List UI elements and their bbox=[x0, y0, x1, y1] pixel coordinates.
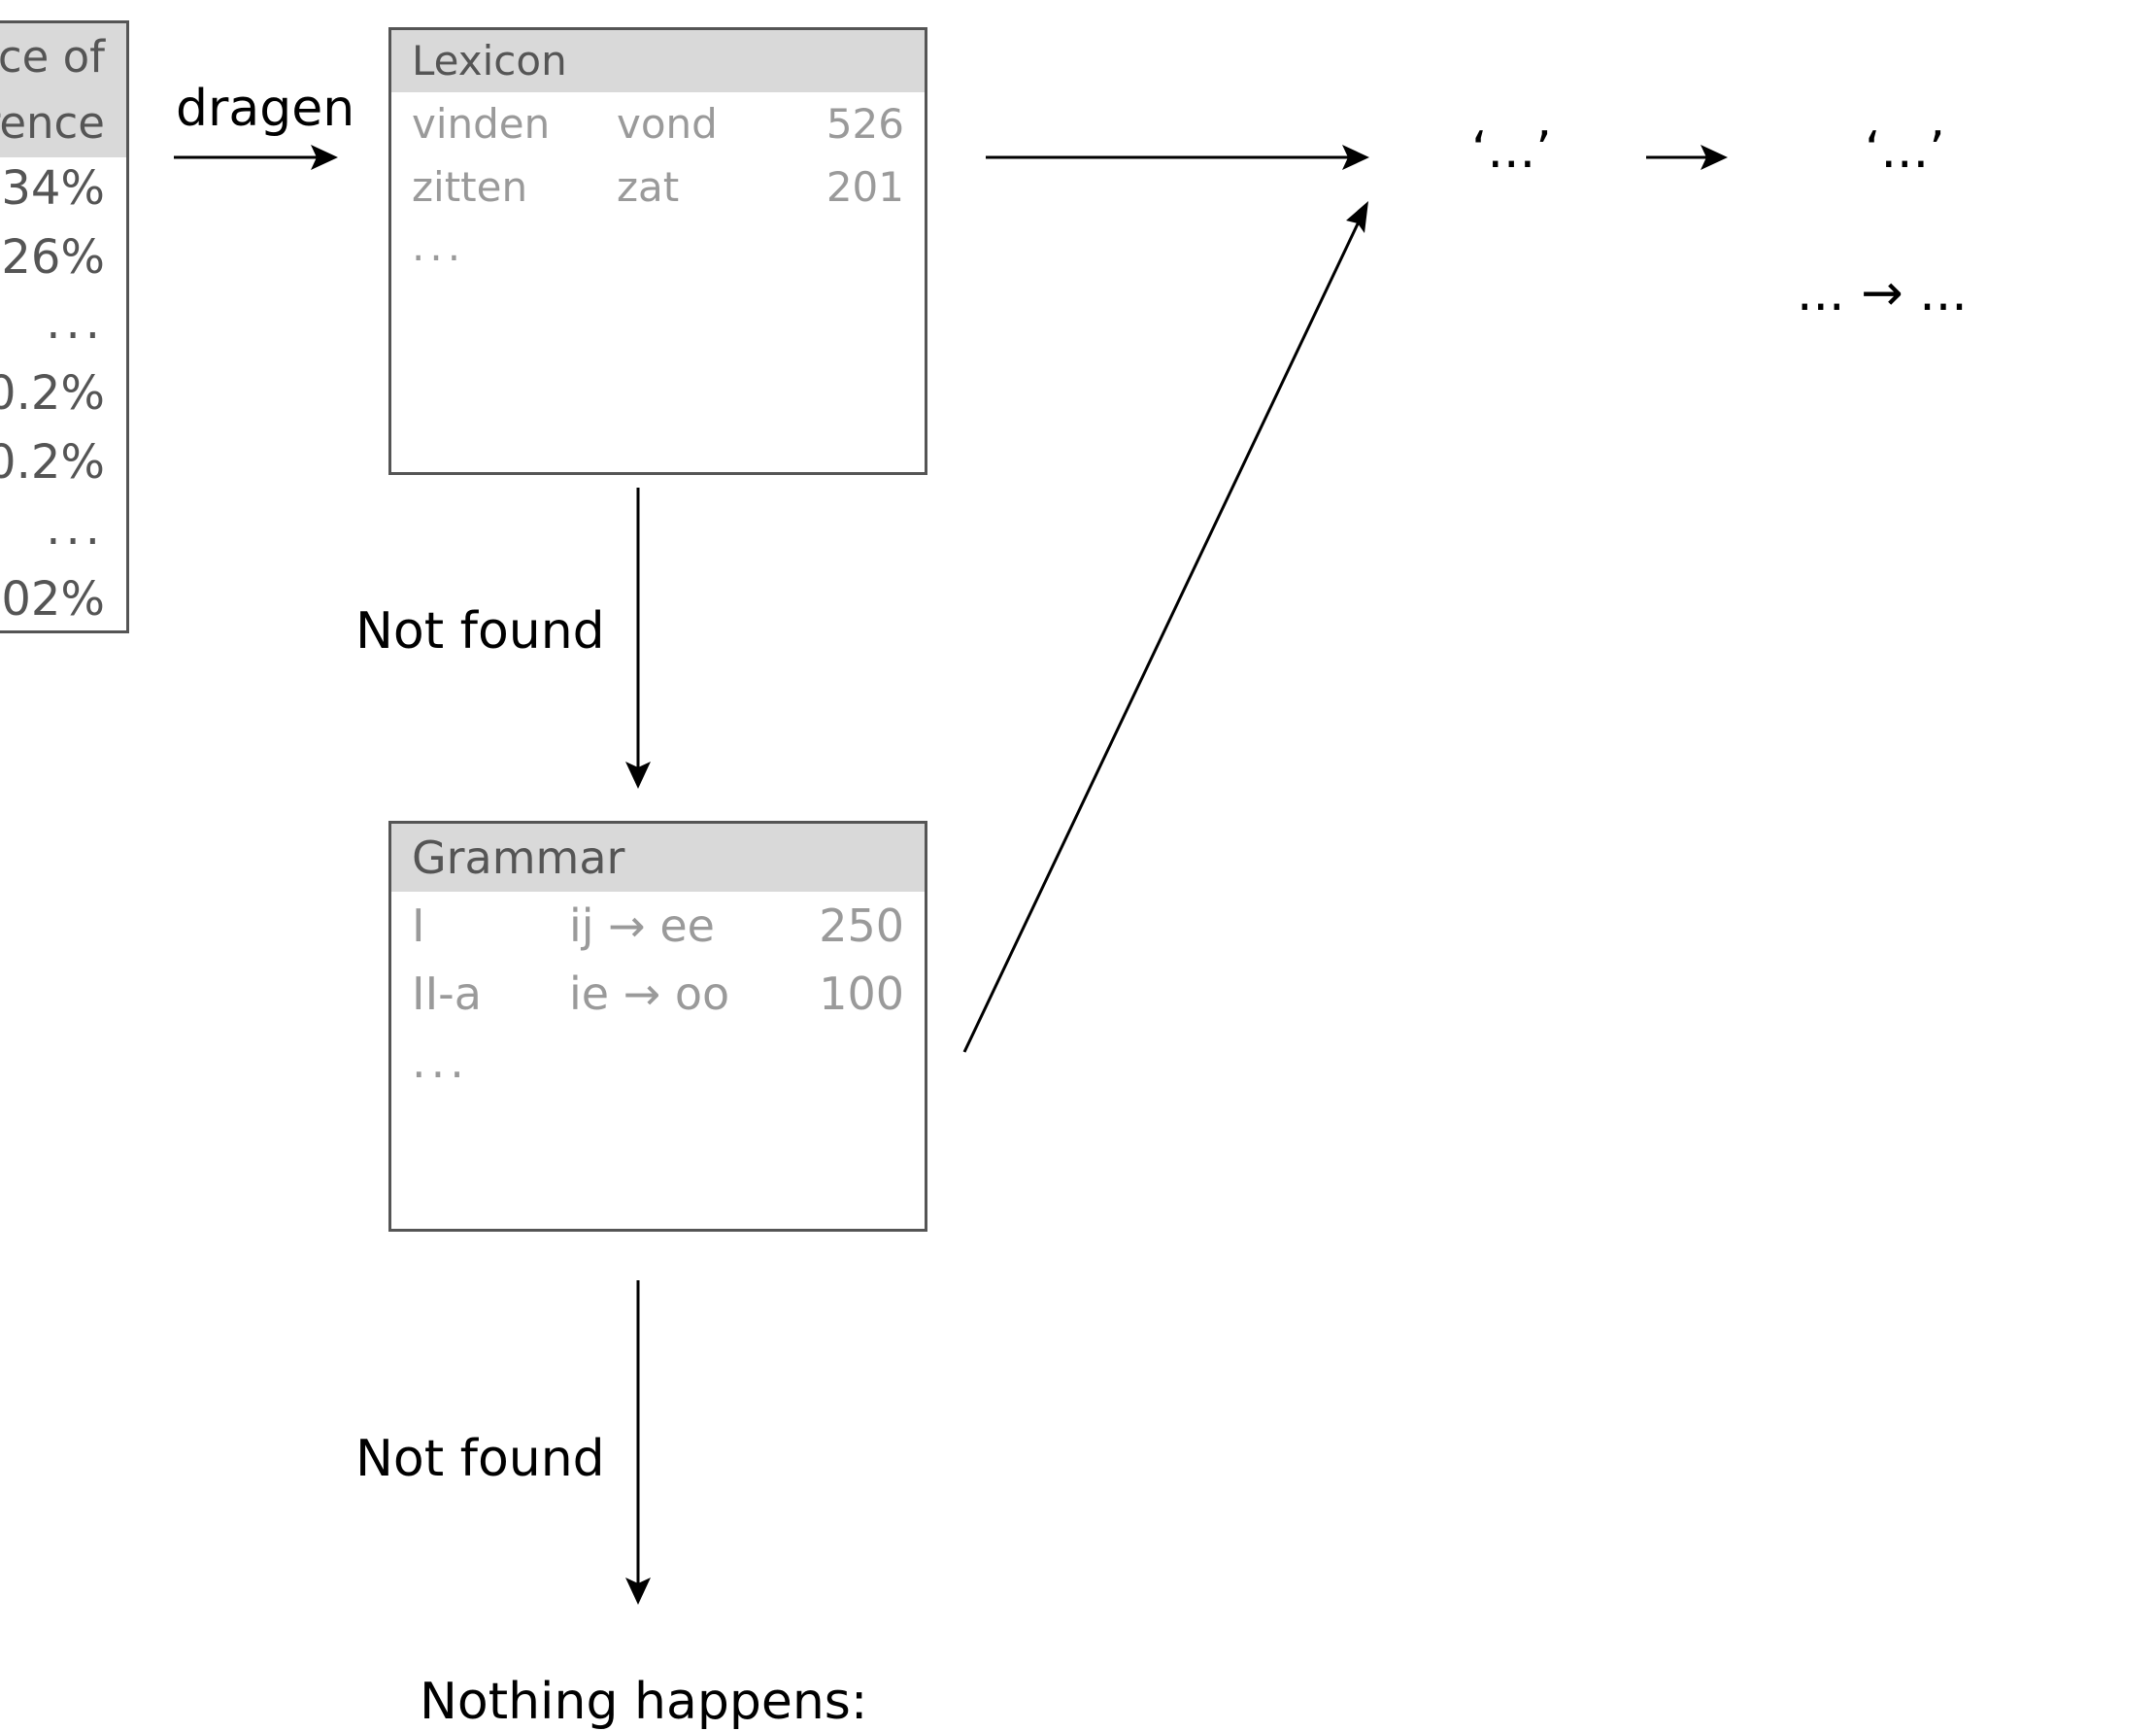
grammar-class: II-a bbox=[412, 967, 482, 1020]
output-form: ‘...’ bbox=[1471, 121, 1552, 180]
arrows-layer bbox=[174, 145, 1728, 1605]
grammar-title: Grammar bbox=[391, 824, 925, 892]
frequency-table: ce of rence 34% 26% ... 0.2% 0.2% ... 02… bbox=[0, 20, 129, 633]
lexicon-ellipsis: ... bbox=[412, 222, 466, 270]
arrow-lexicon-to-grammar bbox=[625, 488, 651, 789]
frequency-cell: ... bbox=[46, 501, 105, 556]
grammar-rule: ie → oo bbox=[569, 967, 730, 1020]
grammar-rule: ij → ee bbox=[569, 899, 715, 952]
frequency-cell: 02% bbox=[1, 572, 105, 627]
frequency-cell: 34% bbox=[1, 161, 105, 216]
frequency-table-header: ce of rence bbox=[0, 23, 126, 157]
input-verb-label: dragen bbox=[176, 80, 355, 138]
arrow-lexicon-to-output bbox=[986, 145, 1369, 170]
grammar-class: I bbox=[412, 899, 425, 952]
lexicon-infinitive: zitten bbox=[412, 163, 528, 211]
grammar-count: 250 bbox=[819, 899, 904, 952]
grammar-count: 100 bbox=[819, 967, 904, 1020]
frequency-cell: 0.2% bbox=[0, 435, 105, 490]
lexicon-count: 526 bbox=[825, 100, 904, 148]
arrow-grammar-to-nothing bbox=[625, 1280, 651, 1605]
nothing-happens-label: Nothing happens: bbox=[420, 1673, 868, 1731]
grammar-box: Grammar I ij → ee 250 II-a ie → oo 100 .… bbox=[388, 821, 927, 1232]
lexicon-box: Lexicon vinden vond 526 zitten zat 201 .… bbox=[388, 27, 927, 475]
frequency-header-line2: rence bbox=[0, 97, 105, 149]
output-form: ‘...’ bbox=[1865, 121, 1945, 180]
grammar-ellipsis: ... bbox=[412, 1035, 469, 1088]
lexicon-infinitive: vinden bbox=[412, 100, 551, 148]
arrow-dragen-to-lexicon bbox=[174, 145, 338, 170]
lexicon-past: zat bbox=[617, 163, 680, 211]
lexicon-past: vond bbox=[617, 100, 718, 148]
frequency-header-line1: ce of bbox=[0, 31, 105, 83]
not-found-label: Not found bbox=[355, 602, 605, 661]
arrow-grammar-to-output bbox=[962, 201, 1368, 1053]
arrow-output-to-output bbox=[1646, 145, 1728, 170]
frequency-cell: 0.2% bbox=[0, 366, 105, 421]
lexicon-count: 201 bbox=[825, 163, 904, 211]
lexicon-title: Lexicon bbox=[391, 30, 925, 92]
output-rule: ... → ... bbox=[1797, 264, 1968, 322]
frequency-cell: 26% bbox=[1, 230, 105, 285]
not-found-label: Not found bbox=[355, 1430, 605, 1488]
frequency-cell: ... bbox=[46, 295, 105, 350]
